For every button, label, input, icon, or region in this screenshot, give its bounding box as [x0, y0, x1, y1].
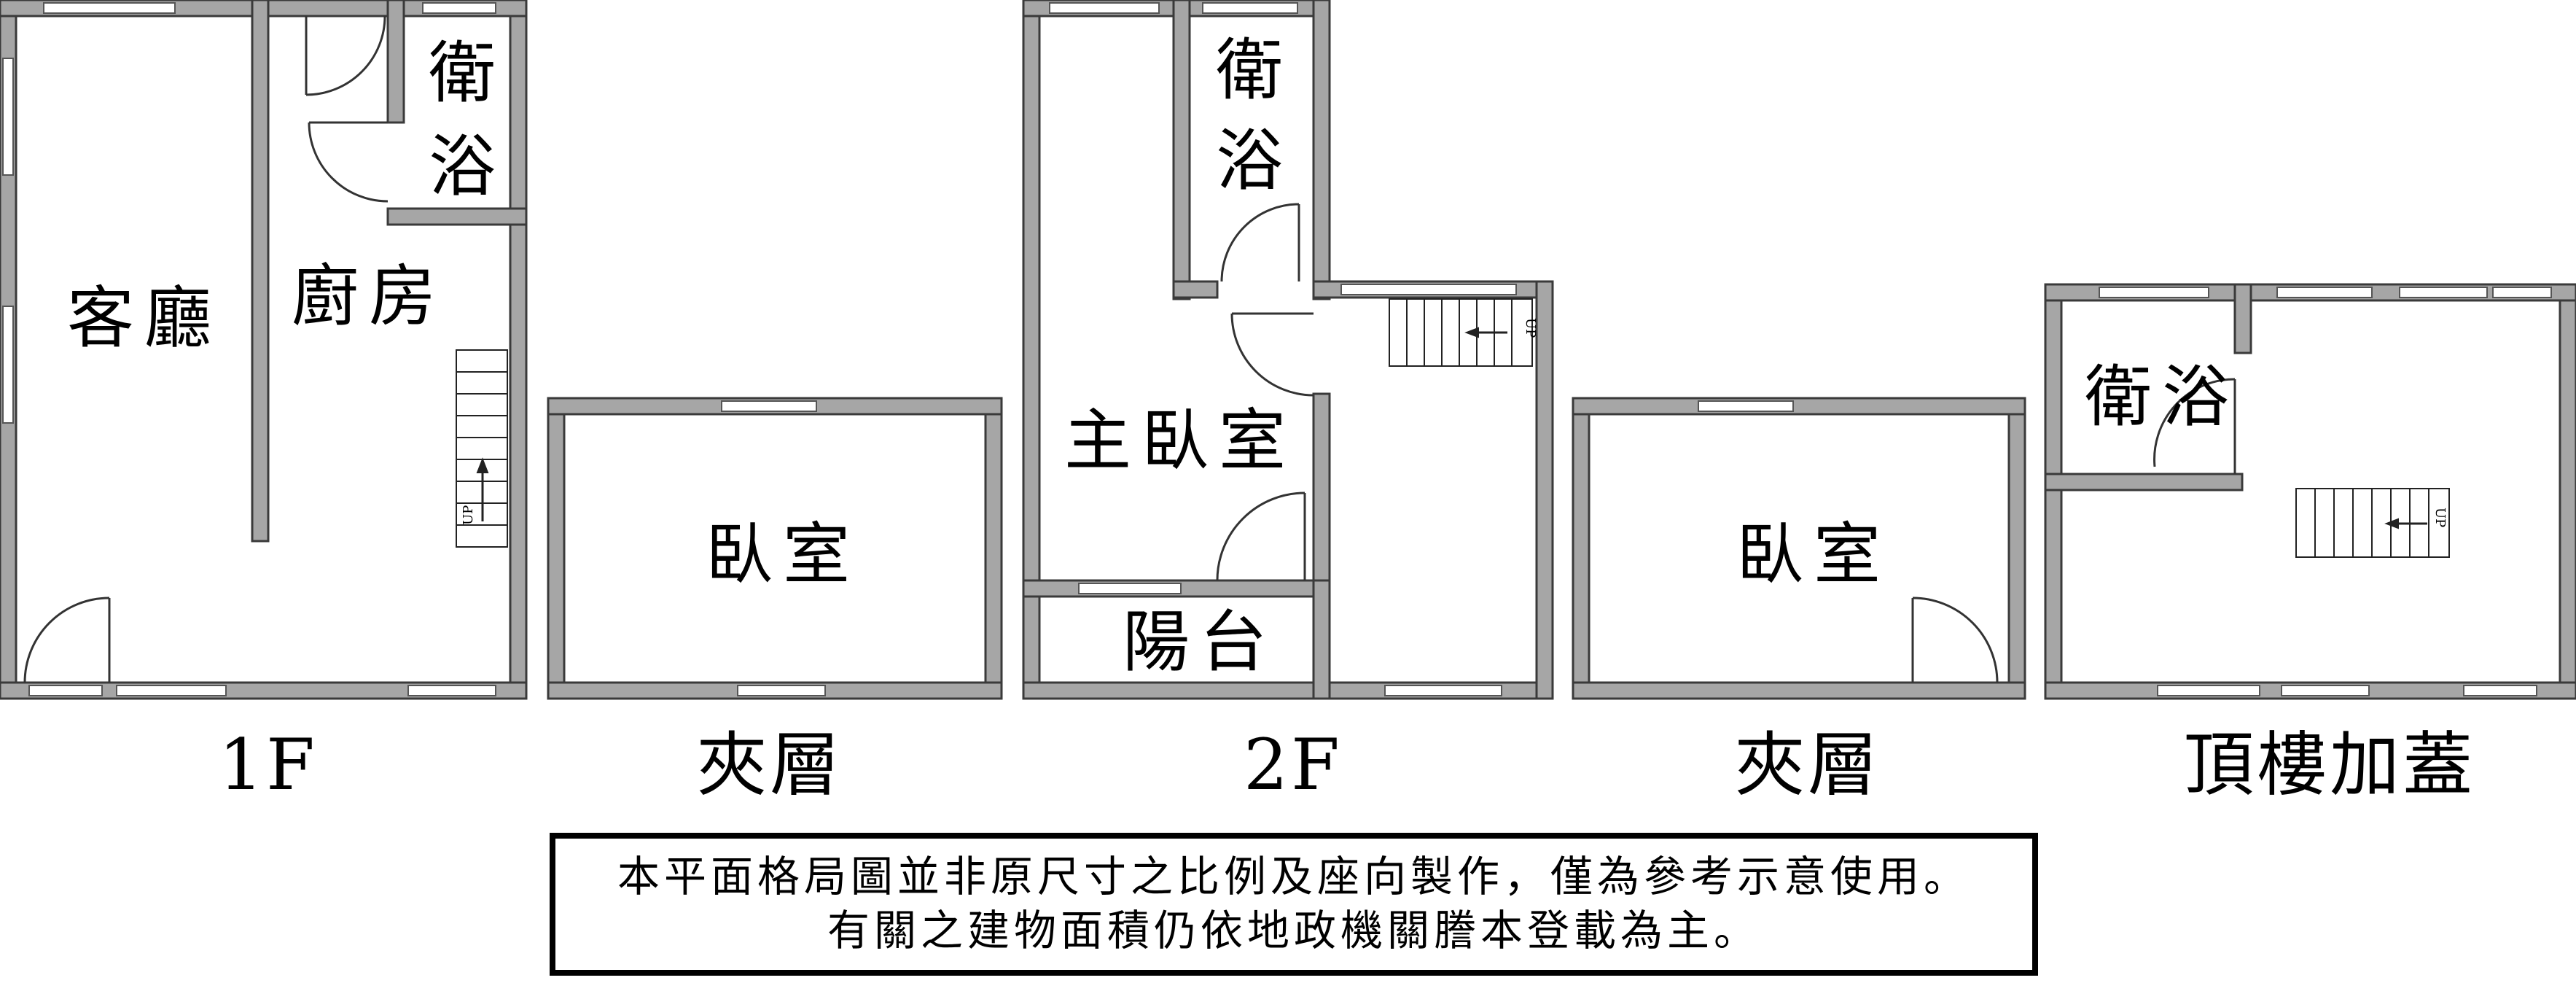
- door: [23, 15, 389, 683]
- wall: [1312, 579, 1331, 700]
- rooftop-plan: UP 衛浴: [2044, 283, 2576, 700]
- floor-1f-plan: UP 衛 浴 客廳 廚房: [0, 0, 528, 700]
- wall: [2559, 283, 2576, 700]
- stair-up-label: UP: [2432, 508, 2448, 527]
- window: [1049, 2, 1517, 696]
- door: [2153, 378, 2236, 474]
- door: [1216, 203, 1314, 581]
- floor-2f-label: 2F: [1244, 724, 1343, 806]
- staircase: [1389, 298, 1533, 367]
- floor-1f-label: 1F: [219, 724, 318, 806]
- wall: [509, 0, 528, 700]
- mezzanine-1-plan: 臥室: [547, 397, 1003, 700]
- notice-line-2: 有關之建物面積仍依地政機關謄本登載為主。: [827, 906, 1760, 955]
- bath-label-char-1: 衛: [1216, 31, 1293, 109]
- kitchen-label: 廚房: [292, 257, 446, 335]
- wall: [1312, 392, 1331, 585]
- door: [1911, 597, 1999, 683]
- wall: [1172, 0, 1191, 300]
- master-bedroom-label: 主臥室: [1064, 402, 1296, 480]
- wall: [386, 0, 405, 124]
- mezzanine-2-label: 夾層: [1735, 724, 1881, 806]
- wall: [1572, 397, 2026, 416]
- notice-frame: [550, 833, 2038, 976]
- wall: [2044, 283, 2063, 700]
- wall: [1572, 397, 1591, 700]
- staircase: [2295, 488, 2450, 558]
- stair-up-label: UP: [1523, 318, 1538, 338]
- wall: [2233, 283, 2252, 354]
- wall: [1312, 0, 1331, 300]
- wall: [386, 207, 528, 226]
- wall: [2007, 397, 2026, 700]
- rooftop-label: 頂樓加蓋: [2184, 724, 2475, 806]
- staircase: [456, 349, 508, 548]
- wall: [2044, 473, 2244, 491]
- mezzanine-2-plan: 臥室: [1572, 397, 2026, 700]
- window: [721, 400, 826, 696]
- balcony-label: 陽台: [1123, 603, 1277, 681]
- floor-2f-plan: UP 衛 浴 主臥室 陽台: [1022, 0, 1554, 700]
- wall: [984, 397, 1003, 700]
- window: [1698, 400, 1794, 412]
- bedroom-label: 臥室: [706, 516, 860, 594]
- bath-label-char-2: 浴: [1216, 122, 1293, 200]
- bath-label: 衛浴: [2085, 358, 2239, 436]
- bath-label-char-1: 衛: [429, 34, 506, 112]
- wall: [251, 0, 270, 543]
- mezzanine-1-label: 夾層: [697, 724, 843, 806]
- notice-line-1: 本平面格局圖並非原尺寸之比例及座向製作，僅為參考示意使用。: [617, 852, 1970, 901]
- wall: [1172, 280, 1219, 299]
- notice-box: 本平面格局圖並非原尺寸之比例及座向製作，僅為參考示意使用。 有關之建物面積仍依地…: [550, 833, 2038, 976]
- window: [2, 2, 496, 696]
- bath-label-char-2: 浴: [429, 128, 506, 206]
- wall: [547, 397, 566, 700]
- living-room-label: 客廳: [67, 279, 222, 357]
- window: [2099, 287, 2552, 696]
- wall: [1535, 280, 1554, 700]
- bedroom-label: 臥室: [1736, 516, 1891, 594]
- wall: [1572, 681, 2026, 700]
- stair-up-label: UP: [461, 505, 476, 525]
